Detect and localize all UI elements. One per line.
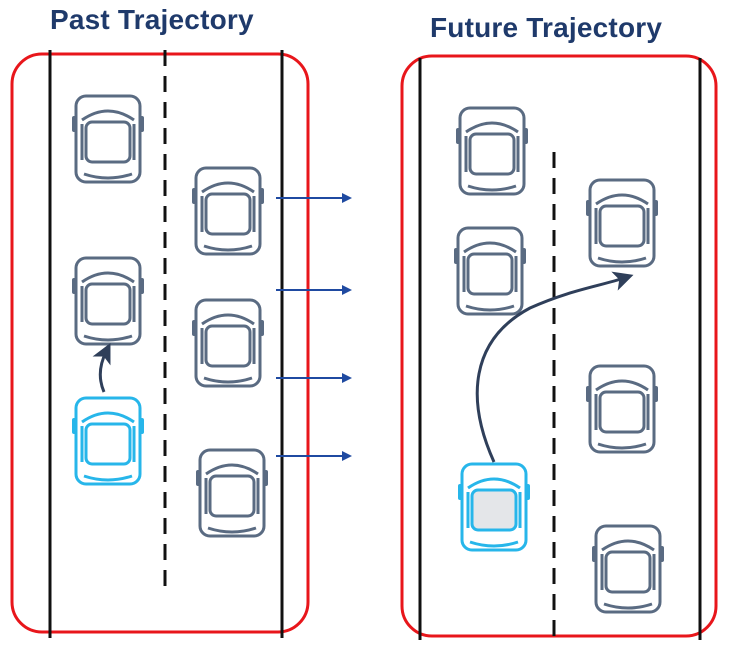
past-car-right-2	[190, 298, 266, 388]
past-trajectory-panel	[10, 50, 310, 638]
future-trajectory-title: Future Trajectory	[430, 12, 663, 43]
past-ego-trajectory-arrow	[92, 343, 111, 393]
future-ego-trajectory-arrow	[475, 271, 634, 463]
future-car-right-2	[584, 364, 660, 454]
future-road-border	[400, 54, 718, 638]
past-car-right-1	[190, 166, 266, 256]
future-car-right-1	[584, 178, 660, 268]
past-car-left-1	[70, 94, 146, 184]
future-ego-car	[456, 462, 532, 552]
past-car-right-3	[194, 448, 270, 538]
future-car-left-1	[454, 106, 530, 196]
future-car-left-2	[452, 226, 528, 316]
past-trajectory-title: Past Trajectory	[50, 4, 254, 35]
past-car-left-2	[70, 256, 146, 346]
future-car-right-3	[590, 524, 666, 614]
past-road-border	[10, 52, 310, 634]
past-ego-car	[70, 396, 146, 486]
future-trajectory-panel	[400, 54, 718, 640]
transition-arrows	[276, 193, 352, 461]
